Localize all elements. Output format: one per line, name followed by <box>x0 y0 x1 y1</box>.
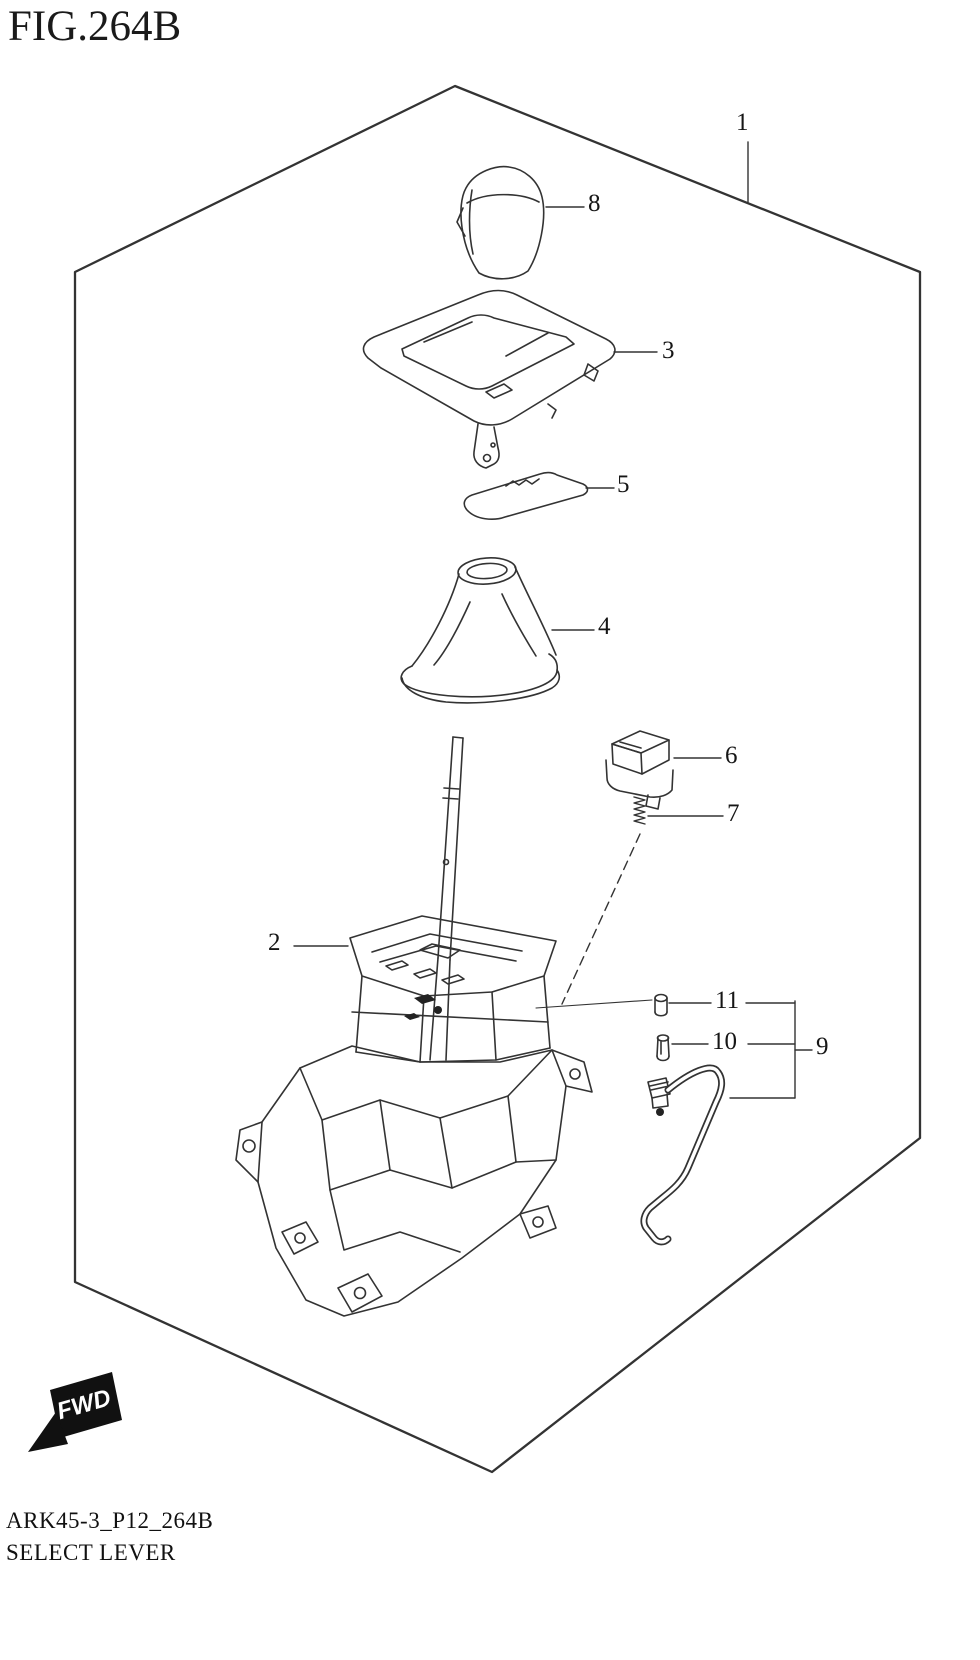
leader-lines <box>293 141 813 1099</box>
callout-7: 7 <box>727 800 740 827</box>
callout-4: 4 <box>598 613 611 640</box>
figure-title: FIG.264B <box>8 3 182 50</box>
fwd-marker: FWD <box>28 1372 122 1452</box>
callout-5: 5 <box>617 471 630 498</box>
callout-10: 10 <box>712 1028 737 1055</box>
part-spring <box>633 796 646 825</box>
part-knob <box>456 165 545 280</box>
callout-3: 3 <box>662 337 675 364</box>
border-frame <box>73 84 922 1474</box>
part-slider <box>463 471 589 520</box>
footer-part-code: ARK45-3_P12_264B <box>6 1508 214 1533</box>
footer-figure-name: SELECT LEVER <box>6 1540 176 1565</box>
callout-1: 1 <box>736 109 749 136</box>
part-button <box>605 730 674 810</box>
callout-6: 6 <box>725 742 738 769</box>
part-bulb-11 <box>654 993 668 1017</box>
callout-9: 9 <box>816 1033 829 1060</box>
part-console-bezel <box>362 289 616 469</box>
part-lever-assembly <box>235 736 593 1317</box>
callout-11: 11 <box>715 987 740 1014</box>
callout-8: 8 <box>588 190 601 217</box>
part-wire-socket <box>640 1064 726 1246</box>
callout-2: 2 <box>268 929 281 956</box>
part-boot <box>400 557 561 704</box>
part-bulb-10 <box>656 1034 670 1062</box>
